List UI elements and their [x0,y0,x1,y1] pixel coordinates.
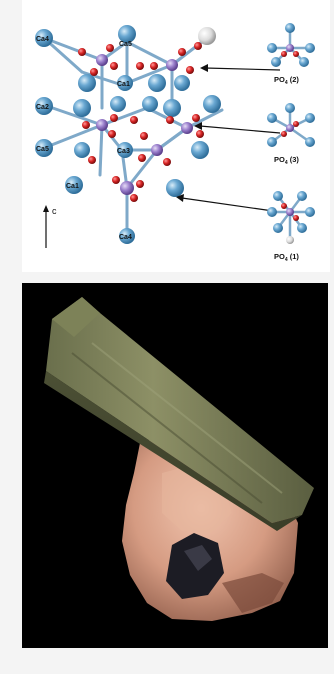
ca-label: Ca4 [36,36,49,43]
o-atom [163,158,171,166]
p-atom [120,181,134,195]
o-atom [136,62,144,70]
ca-atom [73,99,91,117]
o-atom [82,121,90,129]
po4-cluster-3: PO4 (3) [267,103,315,166]
po4-label-1: PO4 (1) [274,252,299,263]
po4-label-2: PO4 (2) [274,75,299,86]
ca-label: Ca1 [66,183,79,190]
o-atom [166,116,174,124]
o-atom [78,48,86,56]
ca-atom [174,75,190,91]
ca-label: Ca1 [117,81,130,88]
ca-atom [166,179,184,197]
ca-atom [163,99,181,117]
pointer-arrow-po1 [182,198,280,212]
pointer-arrow-po2 [205,68,280,70]
ca-atom [198,27,216,45]
o-atom [186,66,194,74]
crystal-structure-figure: Ca4 Ca5 Ca1 Ca2 Ca5 Ca3 Ca1 Ca4 c [22,0,330,272]
o-atom [110,114,118,122]
c-axis-indicator: c [43,205,57,248]
o-atom [130,116,138,124]
o-atom [138,154,146,162]
o-atom [112,176,120,184]
o-atom [194,42,202,50]
o-atom [136,180,144,188]
p-atom [181,122,193,134]
ca-label: Ca5 [119,41,132,48]
po4-label-3: PO4 (3) [274,155,299,166]
o-atom [196,130,204,138]
ca-atom [142,96,158,112]
o-atom [178,48,186,56]
ca-atom [78,74,96,92]
o-atom [88,156,96,164]
ca-label: Ca3 [117,148,130,155]
ca-atom [191,141,209,159]
o-atom [140,132,148,140]
o-atom [106,44,114,52]
ca-atom [110,96,126,112]
o-atom [90,68,98,76]
ca-label: Ca2 [36,104,49,111]
pointer-arrows [176,64,280,212]
p-atom [96,119,108,131]
o-atom [130,194,138,202]
pointer-arrow-po3 [200,126,280,133]
ca-label: Ca5 [36,146,49,153]
p-atom [166,59,178,71]
o-atom [108,130,116,138]
ca-atom [148,74,166,92]
po4-cluster-2: PO4 (2) [267,23,315,86]
arrowhead [200,64,208,72]
p-atom [96,54,108,66]
ca-atom [74,142,90,158]
po4-cluster-1: PO4 (1) [267,191,315,263]
bond-network [44,38,222,232]
mineral-photo [22,283,328,648]
o-atom [192,114,200,122]
ca-atom [203,95,221,113]
p-atom [151,144,163,156]
mineral-specimen-image [22,283,328,648]
crystal-structure-diagram: Ca4 Ca5 Ca1 Ca2 Ca5 Ca3 Ca1 Ca4 c [22,0,330,272]
o-atom [150,62,158,70]
ca-label: Ca4 [119,234,132,241]
o-atom [110,62,118,70]
c-axis-arrowhead [43,205,49,212]
c-axis-label: c [52,206,57,216]
